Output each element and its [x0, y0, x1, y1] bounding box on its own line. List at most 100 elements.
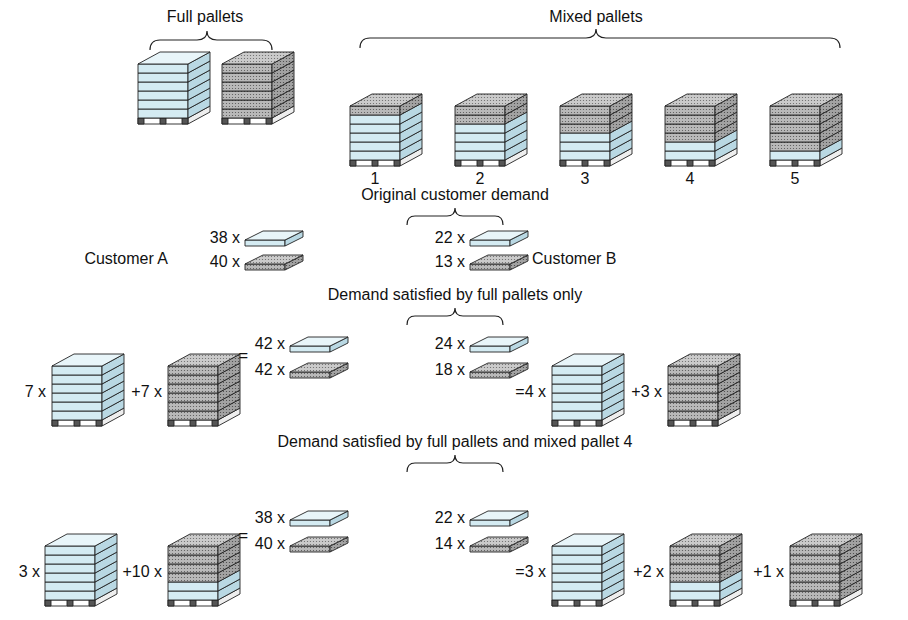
pallet-foot: [582, 160, 588, 166]
pallet-foot: [665, 160, 671, 166]
pallet-layer: [790, 582, 840, 591]
pallet-layer: [52, 366, 102, 375]
pallet-foot: [690, 420, 696, 426]
pallet-foot: [790, 600, 796, 606]
pallet-base: [168, 600, 218, 606]
pallet-layer: [560, 133, 610, 142]
pallet-layer: [168, 582, 218, 591]
pallet-base: [790, 600, 840, 606]
pallet-top: [552, 534, 624, 546]
quantity-label: =4 x: [515, 383, 546, 401]
pallet-top: [665, 94, 737, 106]
pallet-layer: [45, 555, 95, 564]
callout-number: 1: [371, 170, 380, 188]
pallet-layer: [668, 402, 718, 411]
pallet-foot: [222, 118, 228, 124]
pallet-foot: [574, 420, 580, 426]
pallet-layer: [350, 151, 400, 160]
pallet-foot: [182, 118, 188, 124]
pallet-layer: [138, 91, 188, 100]
pallet-layer: [670, 555, 720, 564]
pallet-layer: [552, 411, 602, 420]
pallet-foot: [212, 420, 218, 426]
pallet-layer: [455, 106, 505, 115]
pallet-top: [168, 534, 240, 546]
quantity-label: +1 x: [753, 563, 784, 581]
layer-slab: [470, 240, 510, 246]
pallet-layer: [168, 591, 218, 600]
quantity-label: =: [239, 527, 248, 545]
pallet-top: [168, 354, 240, 366]
group-heading: Demand satisfied by full pallets and mix…: [278, 433, 633, 451]
pallet-top: [222, 52, 294, 64]
pallet-layer: [455, 133, 505, 142]
pallet-layer: [45, 573, 95, 582]
pallet-foot: [770, 160, 776, 166]
pallet-layer: [665, 133, 715, 142]
pallet-layer: [455, 142, 505, 151]
pallet-foot: [604, 160, 610, 166]
pallet-layer: [138, 73, 188, 82]
layer-slab: [470, 346, 510, 352]
pallet-foot: [168, 600, 174, 606]
pallet-top: [350, 94, 422, 106]
brace: [407, 308, 503, 325]
pallet-layer: [168, 564, 218, 573]
quantity-label: 40 x: [255, 535, 285, 553]
pallet-layer: [790, 591, 840, 600]
layer-slab: [470, 337, 528, 346]
pallet-foot: [138, 118, 144, 124]
pallet-foot: [212, 600, 218, 606]
pallet-layer: [770, 106, 820, 115]
pallet-layer: [138, 100, 188, 109]
pallet-layer: [552, 555, 602, 564]
pallet-layer: [222, 100, 272, 109]
pallet-foot: [670, 600, 676, 606]
pallet-layer: [350, 124, 400, 133]
pallet-layer: [552, 546, 602, 555]
pallet-base: [222, 118, 272, 124]
pallet-layer: [222, 64, 272, 73]
layer-slab: [470, 546, 510, 552]
layer-slab: [470, 372, 510, 378]
pallet-layer: [665, 106, 715, 115]
layer-slab: [290, 363, 348, 372]
layer-slab: [290, 520, 330, 526]
pallet-layer: [168, 411, 218, 420]
pallet-base: [168, 420, 218, 426]
pallet-layer: [665, 115, 715, 124]
layer-slab: [470, 255, 528, 264]
quantity-label: 18 x: [435, 361, 465, 379]
pallet-layer: [668, 366, 718, 375]
layer-slab: [470, 363, 528, 372]
pallet-layer: [770, 142, 820, 151]
pallet-layer: [52, 393, 102, 402]
pallet-foot: [89, 600, 95, 606]
pallet-top: [52, 354, 124, 366]
pallet-layer: [222, 91, 272, 100]
pallet-foot: [834, 600, 840, 606]
pallet-top: [668, 354, 740, 366]
pallet-layer: [790, 573, 840, 582]
pallet-layer: [770, 133, 820, 142]
pallet-layer: [670, 582, 720, 591]
pallet-layer: [668, 393, 718, 402]
quantity-label: 38 x: [210, 229, 240, 247]
quantity-label: +10 x: [122, 563, 162, 581]
pallet-foot: [266, 118, 272, 124]
pallet-layer: [665, 151, 715, 160]
pallet-foot: [45, 600, 51, 606]
pallet-top: [770, 94, 842, 106]
pallet-foot: [477, 160, 483, 166]
layer-slab: [290, 372, 330, 378]
pallet-layer: [668, 375, 718, 384]
pallet-foot: [596, 600, 602, 606]
pallet-top: [138, 52, 210, 64]
group-heading: Demand satisfied by full pallets only: [328, 286, 582, 304]
layer-slab: [290, 511, 348, 520]
pallet-layer: [168, 546, 218, 555]
pallet-base: [45, 600, 95, 606]
pallet-layer: [350, 115, 400, 124]
quantity-label: 3 x: [19, 563, 40, 581]
